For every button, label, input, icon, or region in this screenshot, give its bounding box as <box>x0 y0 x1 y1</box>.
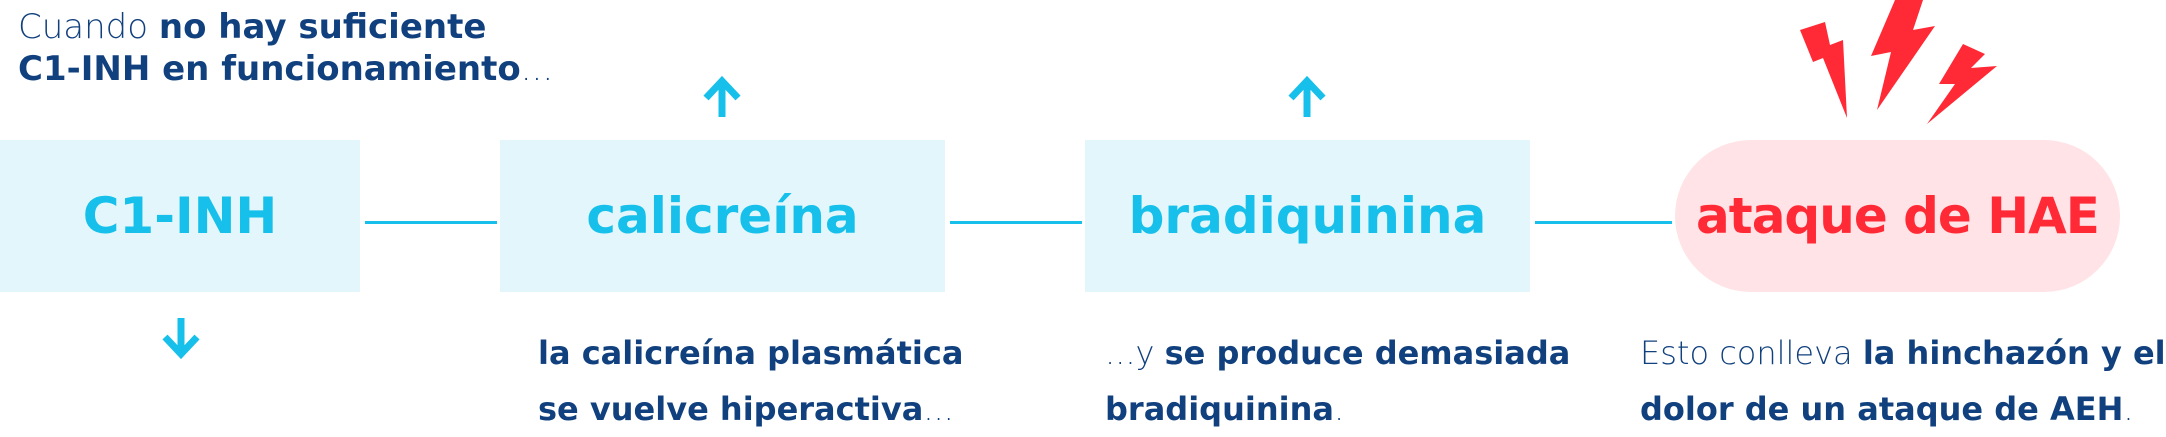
connector-line <box>1535 221 1672 224</box>
caption-hae-prefix: Esto conlleva <box>1640 334 1863 372</box>
node-c1-inh-label: C1-INH <box>82 187 278 245</box>
caption-hae: Esto conlleva la hinchazón y el dolor de… <box>1640 325 2166 437</box>
caption-calicreina-suffix: ... <box>923 390 954 428</box>
node-bradiquinina-label: bradiquinina <box>1128 187 1487 245</box>
arrow-up-icon <box>703 75 741 117</box>
caption-hae-line2: dolor de un ataque de AEH <box>1640 390 2124 428</box>
caption-bradiquinina-line2: bradiquinina <box>1105 390 1334 428</box>
lightning-bolt-icon <box>1800 0 1997 124</box>
node-c1-inh: C1-INH <box>0 140 360 292</box>
node-calicreina: calicreína <box>500 140 945 292</box>
connector-line <box>365 221 497 224</box>
caption-hae-line1: la hinchazón y el <box>1862 334 2166 372</box>
intro-prefix: Cuando <box>18 7 159 47</box>
intro-suffix: ... <box>520 49 554 89</box>
arrow-down-icon <box>162 318 200 360</box>
intro-bold-line2: C1-INH en funcionamiento <box>18 49 521 89</box>
connector-line <box>950 221 1082 224</box>
node-calicreina-label: calicreína <box>586 187 859 245</box>
caption-calicreina-line2: se vuelve hiperactiva <box>538 390 924 428</box>
intro-text: Cuando no hay suficiente C1-INH en funci… <box>18 6 553 90</box>
node-hae-attack-label: ataque de HAE <box>1696 187 2100 245</box>
intro-bold-line1: no hay suficiente <box>158 7 487 47</box>
caption-bradiquinina-prefix: ...y <box>1105 334 1165 372</box>
caption-calicreina: la calicreína plasmática se vuelve hiper… <box>538 325 963 437</box>
caption-hae-suffix: . <box>2123 390 2134 428</box>
node-hae-attack: ataque de HAE <box>1675 140 2120 292</box>
caption-bradiquinina-line1: se produce demasiada <box>1164 334 1571 372</box>
caption-bradiquinina: ...y se produce demasiada bradiquinina. <box>1105 325 1570 437</box>
caption-calicreina-line1: la calicreína plasmática <box>538 334 964 372</box>
node-bradiquinina: bradiquinina <box>1085 140 1530 292</box>
arrow-up-icon <box>1288 75 1326 117</box>
caption-bradiquinina-suffix: . <box>1333 390 1345 428</box>
